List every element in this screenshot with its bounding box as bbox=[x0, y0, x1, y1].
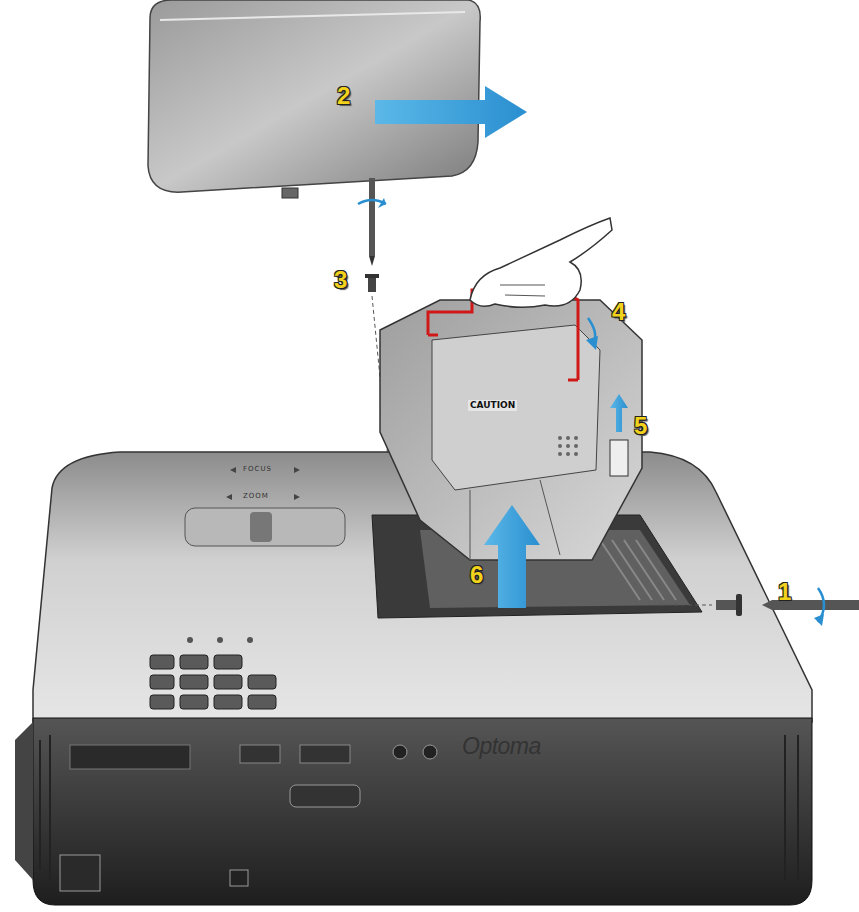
lamp-cover bbox=[148, 0, 480, 198]
brand-logo: Optoma bbox=[462, 735, 541, 758]
callout-number: 4 bbox=[612, 300, 625, 324]
lift-arrow bbox=[484, 505, 540, 608]
control-label: FOCUS bbox=[243, 466, 272, 473]
callout-number: 2 bbox=[337, 84, 350, 108]
hand bbox=[470, 218, 612, 307]
callout-number: 1 bbox=[778, 580, 791, 604]
callout-number: 3 bbox=[334, 268, 347, 292]
screwdriver bbox=[660, 588, 859, 626]
callout-number: 6 bbox=[470, 563, 483, 587]
move-arrow bbox=[375, 86, 527, 138]
lift-arrow bbox=[610, 394, 628, 432]
projector-body bbox=[15, 452, 812, 905]
control-label: ZOOM bbox=[243, 493, 269, 500]
warning-label: CAUTION bbox=[468, 400, 517, 411]
callout-number: 5 bbox=[634, 414, 647, 438]
